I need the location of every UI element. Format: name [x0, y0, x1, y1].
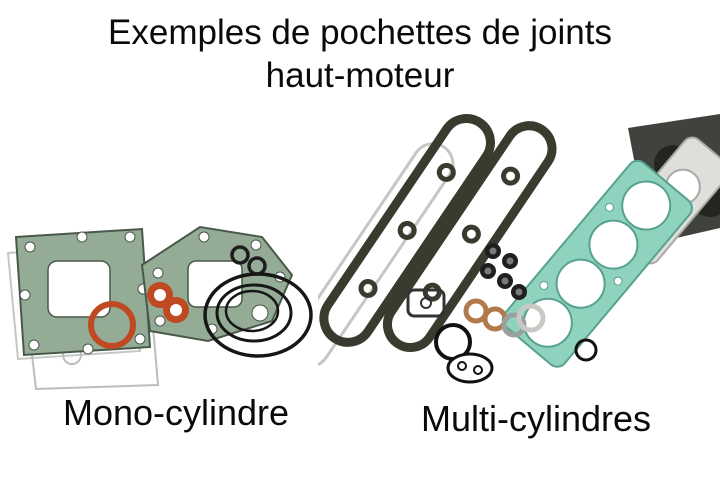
small-square-gasket	[406, 288, 446, 318]
paper-gasket-outline	[318, 142, 455, 368]
teal-head-gasket	[501, 159, 693, 368]
page-title-line1: Exemples de pochettes de joints	[108, 13, 612, 52]
green-head-gasket	[14, 225, 294, 357]
valve-cover-gasket-1	[319, 114, 495, 347]
copper-washers	[463, 298, 546, 338]
small-black-ring	[574, 338, 598, 362]
multi-cylinder-gaskets-illustration	[318, 114, 720, 384]
orange-ring-gasket	[88, 301, 136, 349]
black-o-rings	[203, 272, 313, 358]
mono-cylinder-gaskets-illustration	[6, 225, 313, 391]
valve-stem-seals	[480, 243, 527, 300]
multi-cylinder-label: Multi-cylindres	[420, 398, 652, 439]
multi-cylinder-photo	[318, 106, 720, 394]
mono-cylinder-photo	[0, 203, 356, 395]
page-title-line2: haut-moteur	[265, 55, 455, 95]
page-title: Exemples de pochettes de joints haut-mot…	[0, 12, 720, 97]
mono-cylinder-label: Mono-cylindre	[62, 392, 290, 433]
orange-exhaust-gaskets	[147, 282, 189, 323]
two-hole-gasket	[446, 352, 494, 384]
